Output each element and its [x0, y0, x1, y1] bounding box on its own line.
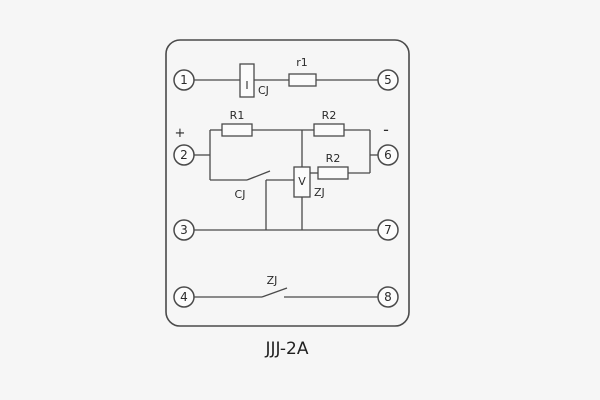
polarity-positive: + — [175, 126, 186, 141]
terminal-circle — [377, 219, 399, 241]
resistor-R2-top-box — [313, 123, 345, 137]
polarity-negative: - — [383, 120, 389, 139]
resistor-R2-mid-box — [317, 166, 349, 180]
terminal-circle — [377, 144, 399, 166]
zj-contact-label: ZJ — [267, 274, 278, 287]
terminal-circle — [377, 69, 399, 91]
terminal-circle — [173, 286, 195, 308]
terminal-circle — [173, 219, 195, 241]
resistor-R2-top-label: R2 — [322, 109, 337, 122]
cj-contact-blade — [246, 170, 271, 181]
terminal-number: 4 — [180, 290, 188, 304]
terminal-8: 8 — [377, 286, 399, 308]
terminal-circle — [377, 286, 399, 308]
terminal-2: 2 — [173, 144, 195, 166]
terminal-7: 7 — [377, 219, 399, 241]
resistor-R1-label: R1 — [230, 109, 245, 122]
terminal-number: 6 — [384, 148, 392, 162]
resistor-r1-box — [288, 73, 317, 87]
cj-contact-label: CJ — [235, 188, 246, 201]
terminal-1: 1 — [173, 69, 195, 91]
terminal-number: 8 — [384, 290, 392, 304]
terminal-number: 1 — [180, 73, 188, 87]
voltage-coil-symbol: V — [298, 175, 306, 188]
terminal-circle — [173, 69, 195, 91]
terminal-number: 3 — [180, 223, 188, 237]
terminal-number: 7 — [384, 223, 392, 237]
voltage-coil-label: ZJ — [314, 186, 325, 199]
terminal-4: 4 — [173, 286, 195, 308]
terminal-circle — [173, 144, 195, 166]
resistor-R1-box — [221, 123, 253, 137]
row2-voltage-circuit — [194, 123, 378, 230]
row4-zj-contact-circuit — [194, 287, 378, 298]
resistor-R2-mid-label: R2 — [326, 152, 341, 165]
model-title: JJJ-2A — [264, 339, 308, 359]
current-coil-symbol: I — [245, 79, 248, 92]
terminal-number: 2 — [180, 148, 188, 162]
terminal-6: 6 — [377, 144, 399, 166]
terminal-number: 5 — [384, 73, 392, 87]
terminal-3: 3 — [173, 219, 195, 241]
terminal-5: 5 — [377, 69, 399, 91]
resistor-r1-label: r1 — [296, 56, 308, 69]
zj-contact-blade — [261, 287, 288, 298]
current-coil-label: CJ — [258, 84, 269, 97]
device-outline — [165, 39, 410, 327]
row1-current-coil-circuit — [194, 63, 378, 98]
